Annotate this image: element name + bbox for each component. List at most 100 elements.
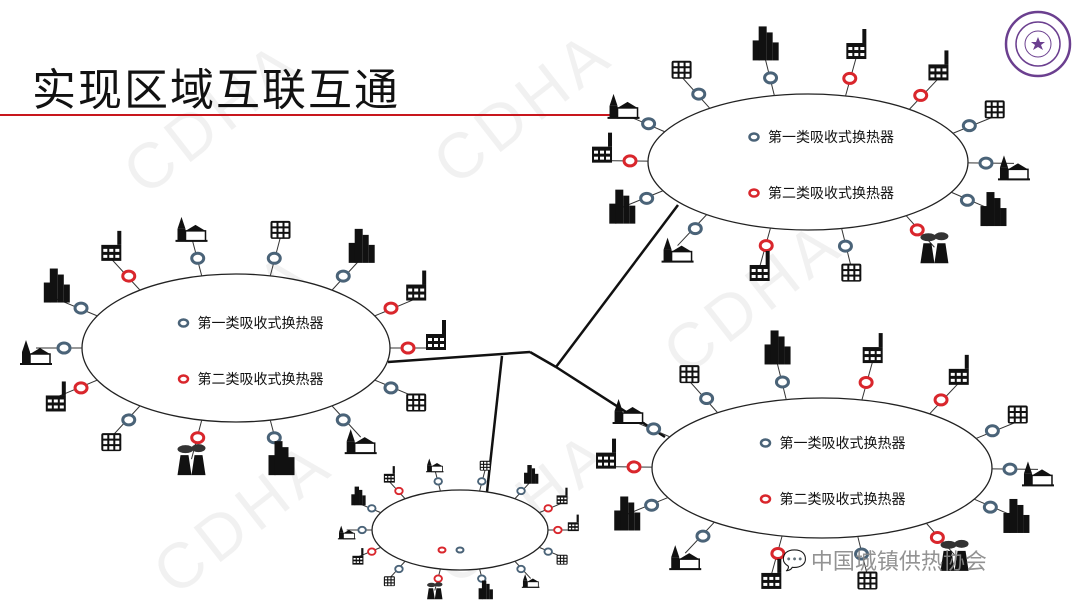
church-icon	[669, 545, 701, 569]
network-node	[613, 399, 670, 437]
network-node	[351, 487, 380, 513]
factory-icon	[863, 333, 883, 363]
heating-network-ring	[652, 398, 992, 538]
network-node	[101, 406, 140, 451]
network-node	[953, 100, 1005, 133]
factory-icon	[568, 515, 579, 532]
factory-icon	[846, 29, 866, 59]
heat-exchanger-marker	[701, 394, 713, 404]
network-node	[753, 26, 779, 95]
heat-exchanger-marker	[478, 478, 486, 484]
network-node	[909, 50, 948, 109]
heat-exchanger-marker	[368, 548, 376, 554]
heat-exchanger-marker	[839, 241, 851, 251]
factory-icon	[949, 355, 969, 385]
church-icon	[345, 429, 377, 453]
heat-exchanger-marker	[368, 505, 376, 511]
network-node	[177, 420, 205, 475]
apartment-icon	[271, 221, 291, 239]
heat-exchanger-marker	[58, 343, 70, 353]
heat-exchanger-marker	[648, 424, 660, 434]
power-plant-icon	[177, 444, 205, 475]
heat-exchanger-marker	[75, 383, 87, 393]
heat-exchanger-marker	[123, 271, 135, 281]
heat-exchanger-marker	[911, 225, 923, 235]
connection-line	[556, 205, 678, 367]
network-small	[338, 459, 579, 600]
network-node	[592, 133, 648, 166]
church-icon	[338, 526, 356, 539]
type2-exchanger-label: 第二类吸收式换热器	[198, 371, 324, 388]
heat-exchanger-marker	[337, 271, 349, 281]
heat-exchanger-marker	[760, 241, 772, 251]
network-node	[384, 466, 405, 499]
factory-icon	[46, 381, 66, 411]
type2-legend-marker	[439, 548, 446, 553]
factory-icon	[101, 231, 121, 261]
heat-exchanger-marker	[697, 531, 709, 541]
factory-icon	[928, 50, 948, 80]
network-node	[761, 536, 784, 589]
skyscraper-icon	[349, 229, 375, 263]
network-node	[539, 547, 567, 564]
type1-legend-marker	[761, 440, 770, 447]
church-icon	[175, 217, 207, 241]
church-icon	[998, 155, 1030, 179]
heating-network-ring	[82, 274, 390, 422]
network-node	[268, 221, 290, 276]
heat-exchanger-marker	[689, 224, 701, 234]
heat-exchanger-marker	[123, 415, 135, 425]
heat-exchanger-marker	[268, 253, 280, 263]
heat-exchanger-marker	[395, 566, 403, 572]
power-plant-icon	[920, 232, 948, 263]
network-node	[608, 94, 665, 132]
heat-exchanger-marker	[693, 89, 705, 99]
heat-exchanger-marker	[915, 90, 927, 100]
heat-exchanger-marker	[1004, 464, 1016, 474]
church-icon	[1022, 461, 1054, 485]
factory-icon	[426, 320, 446, 350]
type2-exchanger-label: 第二类吸收式换热器	[780, 491, 906, 508]
network-node	[765, 330, 791, 399]
church-icon	[20, 340, 52, 364]
factory-icon	[384, 466, 395, 483]
type1-exchanger-label: 第一类吸收式换热器	[780, 435, 906, 452]
apartment-icon	[1008, 406, 1028, 424]
apartment-icon	[841, 264, 861, 282]
factory-icon	[406, 271, 426, 301]
network-node	[906, 216, 948, 264]
heat-exchanger-marker	[980, 158, 992, 168]
heat-exchanger-marker	[624, 156, 636, 166]
heat-exchanger-marker	[402, 343, 414, 353]
heat-exchanger-marker	[860, 377, 872, 387]
network-node	[844, 29, 867, 96]
network-node	[515, 561, 540, 587]
network-node	[992, 461, 1054, 485]
network-node	[515, 465, 538, 499]
skyscraper-icon	[351, 487, 365, 506]
heat-exchanger-marker	[986, 426, 998, 436]
type1-legend-marker	[457, 548, 464, 553]
heat-exchanger-marker	[434, 575, 442, 581]
network-node	[596, 439, 652, 472]
network-node	[175, 217, 207, 276]
heating-network-ring	[372, 490, 548, 570]
heat-exchanger-marker	[554, 527, 562, 533]
skyscraper-icon	[753, 26, 779, 60]
network-node	[375, 380, 426, 411]
heat-exchanger-marker	[643, 119, 655, 129]
connection-line	[530, 352, 556, 367]
type2-legend-marker	[179, 376, 188, 383]
heat-exchanger-marker	[776, 377, 788, 387]
apartment-icon	[985, 100, 1005, 118]
apartment-icon	[672, 61, 692, 79]
factory-icon	[557, 488, 568, 505]
heat-exchanger-marker	[544, 505, 552, 511]
type1-exchanger-label: 第一类吸收式换热器	[768, 129, 894, 146]
skyscraper-icon	[614, 496, 640, 530]
type1-legend-marker	[750, 134, 759, 141]
type2-legend-marker	[761, 496, 770, 503]
network-node	[375, 271, 426, 316]
skyscraper-icon	[609, 190, 635, 224]
network-node	[614, 496, 668, 530]
